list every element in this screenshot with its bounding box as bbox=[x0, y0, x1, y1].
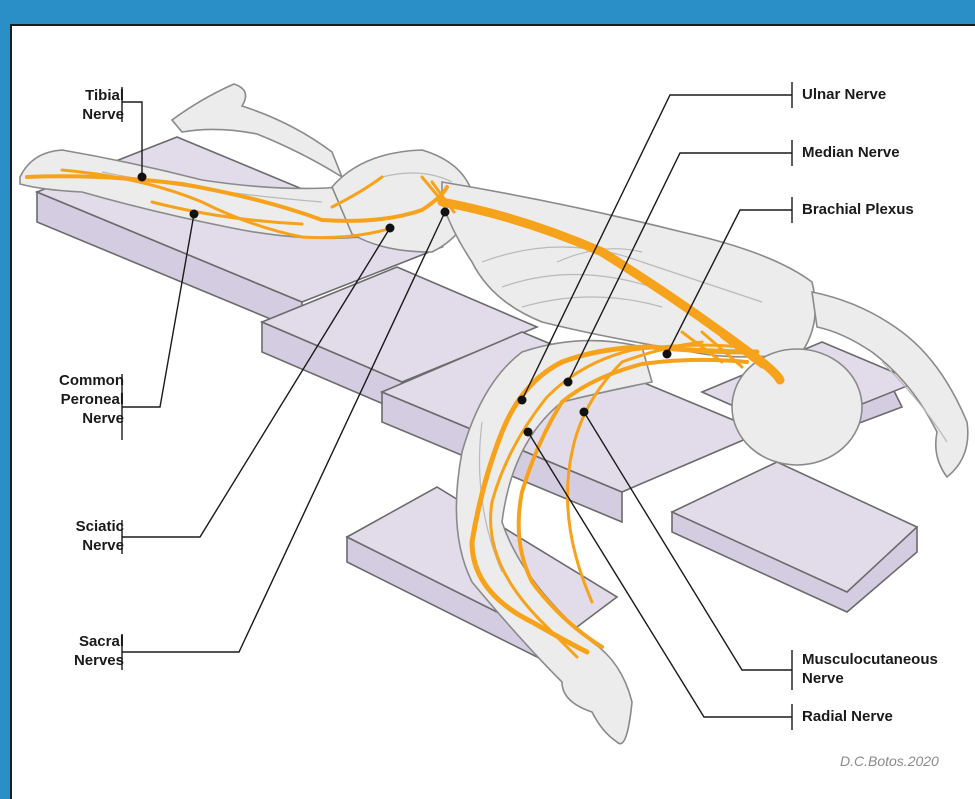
label-common-peroneal-nerve: Common Peroneal Nerve bbox=[18, 371, 124, 428]
label-radial-nerve: Radial Nerve bbox=[802, 707, 962, 726]
label-ulnar-nerve: Ulnar Nerve bbox=[802, 85, 962, 104]
label-sacral-nerves: Sacral Nerves bbox=[48, 632, 124, 670]
label-sciatic-nerve: Sciatic Nerve bbox=[48, 517, 124, 555]
label-brachial-plexus: Brachial Plexus bbox=[802, 200, 962, 219]
label-musculocutaneous-nerve: Musculocutaneous Nerve bbox=[802, 650, 972, 688]
diagram-frame: .pad{fill:#e2dcea;stroke:#6b6b6b;stroke-… bbox=[10, 24, 975, 799]
label-tibial-nerve: Tibial Nerve bbox=[48, 86, 124, 124]
artist-credit: D.C.Botos.2020 bbox=[840, 753, 939, 769]
label-median-nerve: Median Nerve bbox=[802, 143, 962, 162]
